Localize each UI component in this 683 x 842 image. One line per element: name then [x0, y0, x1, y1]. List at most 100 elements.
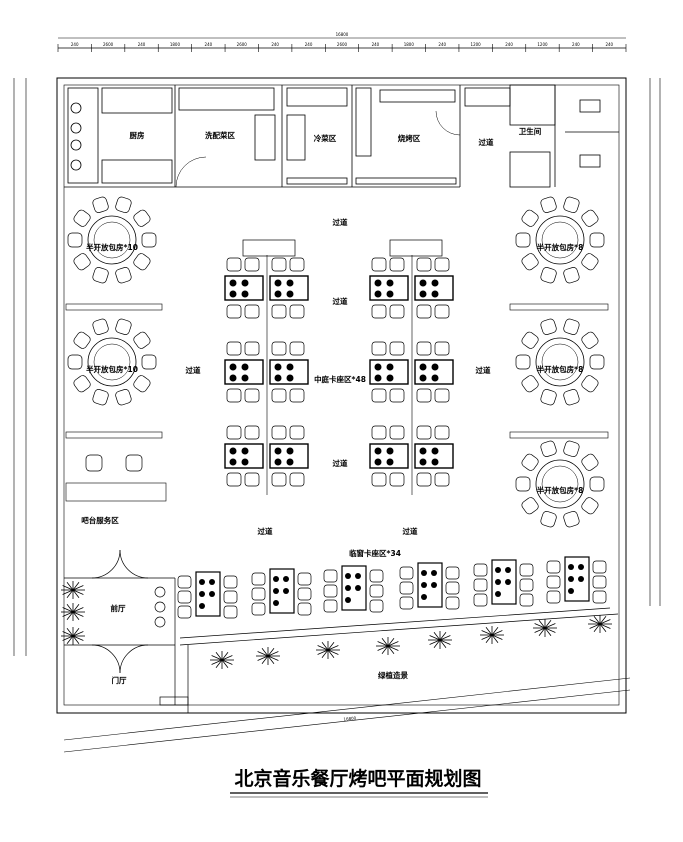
- plant-leaf: [66, 603, 74, 613]
- plant-leaf: [534, 627, 546, 633]
- booth-cup: [274, 279, 282, 287]
- window-booth-cup: [578, 564, 584, 570]
- window-booth-cup: [431, 582, 437, 588]
- bake-area-label: 烧烤区: [398, 133, 421, 143]
- booth-chair: [389, 304, 405, 319]
- window-booth-chair: [323, 584, 338, 598]
- plant-leaf: [387, 637, 395, 647]
- plant-leaf: [538, 627, 546, 637]
- chair: [92, 389, 109, 406]
- private-room-labels: 半开放包房*10 半开放包房*10 半开放包房*8 半开放包房*8 半开放包房*…: [86, 242, 583, 495]
- booth-chair: [416, 341, 432, 356]
- window-booth-cup: [421, 594, 427, 600]
- booth-chair: [289, 304, 305, 319]
- booth-chair: [271, 341, 287, 356]
- back-of-house: [64, 84, 619, 188]
- booth-chair: [226, 472, 242, 487]
- booth-chair: [389, 472, 405, 487]
- booth-chair: [389, 257, 405, 272]
- chair: [92, 318, 109, 335]
- chair: [581, 375, 599, 393]
- plant-leaf: [321, 649, 329, 659]
- private-room-label-2: 半开放包房*10: [86, 364, 138, 374]
- round-table-inner: [541, 221, 579, 259]
- chair: [581, 453, 599, 471]
- booth-cup: [286, 458, 294, 466]
- plant-leaf: [327, 645, 339, 651]
- window-booth-chair: [177, 590, 192, 604]
- plant-leaf: [491, 634, 503, 640]
- booth-chair: [371, 257, 387, 272]
- plant-leaf: [377, 645, 389, 651]
- plant-leaf: [387, 645, 399, 651]
- window-booth-cup: [568, 576, 574, 582]
- chair: [540, 318, 557, 335]
- dim-value: 1800: [170, 42, 181, 47]
- chair: [73, 253, 91, 271]
- window-booth-chair: [445, 581, 460, 595]
- booth-chair: [226, 341, 242, 356]
- plant-leaf: [387, 645, 395, 655]
- booth-chair: [416, 304, 432, 319]
- chair: [133, 253, 151, 271]
- plant-leaf: [327, 641, 335, 651]
- booth-chair: [226, 304, 242, 319]
- booth-cup: [386, 458, 394, 466]
- window-booth-cup: [283, 576, 289, 582]
- booth-cup: [419, 447, 427, 455]
- window-booth-chair: [297, 572, 312, 586]
- plant-leaf: [62, 635, 74, 641]
- window-booth-cup: [345, 573, 351, 579]
- chair: [540, 511, 557, 528]
- window-booth-cup: [283, 588, 289, 594]
- aisle-label-5: 过道: [476, 365, 491, 375]
- dim-value: 2600: [337, 42, 348, 47]
- window-booth-chair: [323, 569, 338, 583]
- booth-chair: [371, 425, 387, 440]
- booth-chair: [289, 388, 305, 403]
- booth-cup: [419, 290, 427, 298]
- plant-leaf: [534, 623, 546, 629]
- plant-leaf: [544, 627, 552, 637]
- chair: [540, 267, 557, 284]
- chair: [92, 267, 109, 284]
- partitions: [65, 303, 609, 502]
- chair: [133, 209, 151, 227]
- plant-leaf: [215, 659, 223, 669]
- window-booth-chair: [251, 587, 266, 601]
- chair: [133, 375, 151, 393]
- chair: [581, 253, 599, 271]
- chair: [581, 209, 599, 227]
- booth-chair: [434, 257, 450, 272]
- round-table: [87, 337, 137, 387]
- chair: [515, 354, 531, 370]
- window-booth-cup: [199, 579, 205, 585]
- plant-leaf: [317, 649, 329, 655]
- booth-chair: [226, 388, 242, 403]
- dim-value: 2600: [237, 42, 248, 47]
- window-booth-chair: [177, 605, 192, 619]
- booth-cup: [274, 363, 282, 371]
- window-booth-cup: [355, 585, 361, 591]
- plant-leaf: [221, 659, 229, 669]
- chair: [141, 232, 157, 248]
- round-table-inner: [541, 465, 579, 503]
- dishwash-label: 洗配菜区: [205, 130, 235, 140]
- plant-leaf: [72, 635, 84, 641]
- window-booth-cup: [199, 591, 205, 597]
- plant-leaf: [429, 639, 441, 645]
- booth-cup: [274, 374, 282, 382]
- window-booth-label: 临窗卡座区*34: [349, 548, 401, 558]
- aisle-label-1: 过道: [333, 217, 348, 227]
- cold-dish-label: 冷菜区: [314, 133, 337, 143]
- aisle-label-3: 过道: [333, 458, 348, 468]
- plant-leaf: [62, 585, 74, 591]
- booth-chair: [389, 341, 405, 356]
- chair: [563, 318, 580, 335]
- booth-cup: [286, 374, 294, 382]
- booth-cup: [374, 363, 382, 371]
- chair: [115, 389, 132, 406]
- chair: [589, 476, 605, 492]
- bar-stools: [85, 454, 143, 472]
